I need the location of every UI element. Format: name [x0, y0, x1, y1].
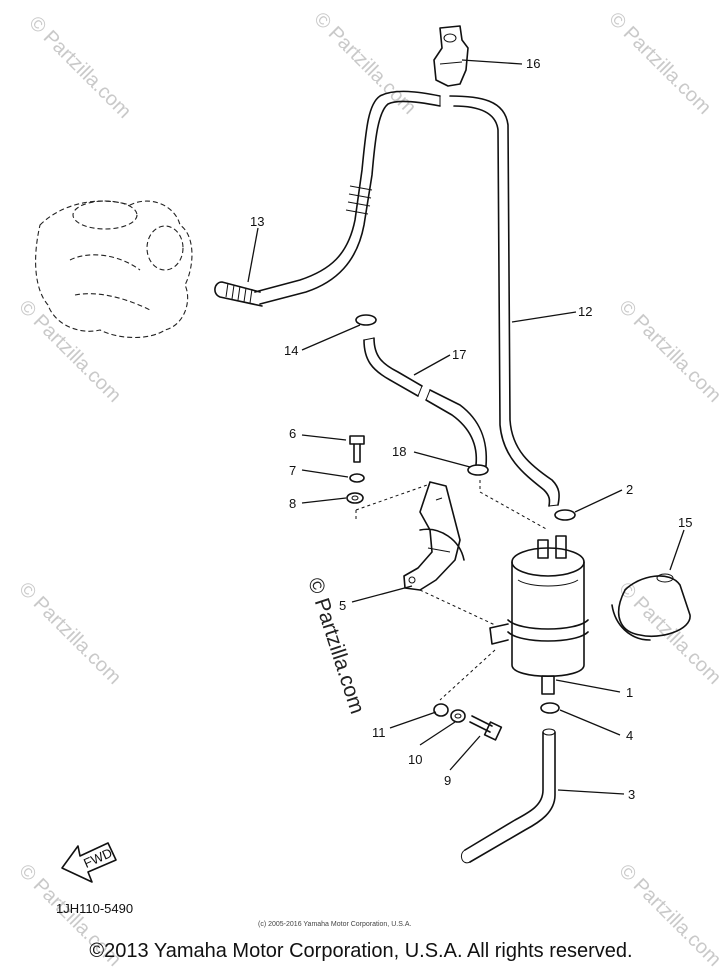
callout-11: 11 [372, 725, 386, 740]
callout-5: 5 [339, 598, 346, 613]
clip-2 [554, 509, 576, 521]
clip-14 [355, 314, 377, 326]
clamp-16 [433, 25, 469, 87]
bolt-6 [349, 435, 365, 463]
callout-15: 15 [678, 515, 692, 530]
fuel-hose-3 [460, 728, 556, 864]
fuel-hose-17 [363, 337, 488, 467]
callout-7: 7 [289, 463, 296, 478]
clip-4 [540, 702, 560, 714]
callout-17: 17 [452, 347, 466, 362]
callout-4: 4 [626, 728, 633, 743]
callout-8: 8 [289, 496, 296, 511]
alignment-lines [355, 480, 549, 701]
callout-18: 18 [392, 444, 406, 459]
fwd-arrow-icon: FWD [61, 842, 117, 883]
callout-13: 13 [250, 214, 264, 229]
fuel-pump-1 [489, 535, 589, 695]
callout-16: 16 [526, 56, 540, 71]
breather-hose-13 [214, 90, 441, 307]
carburetor-outline [35, 200, 193, 338]
callout-14: 14 [284, 343, 298, 358]
callout-6: 6 [289, 426, 296, 441]
bracket-5 [403, 481, 465, 591]
callout-1: 1 [626, 685, 633, 700]
bolt-9 [469, 715, 503, 741]
callout-12: 12 [578, 304, 592, 319]
washer-7 [349, 473, 365, 483]
clip-18 [467, 464, 489, 476]
diagram-code: 1JH110-5490 [56, 901, 134, 916]
callout-3: 3 [628, 787, 635, 802]
cover-15 [611, 573, 691, 641]
leader-lines [247, 59, 685, 795]
footer-copyright: ©2013 Yamaha Motor Corporation, U.S.A. A… [89, 940, 633, 962]
callout-10: 10 [408, 752, 422, 767]
washer-10 [450, 709, 466, 723]
callout-2: 2 [626, 482, 633, 497]
small-copyright: (c) 2005-2016 Yamaha Motor Corporation, … [258, 921, 412, 928]
callout-9: 9 [444, 773, 451, 788]
fuel-hose-12 [449, 95, 560, 507]
nut-11 [433, 703, 449, 717]
washer-8 [346, 492, 364, 504]
